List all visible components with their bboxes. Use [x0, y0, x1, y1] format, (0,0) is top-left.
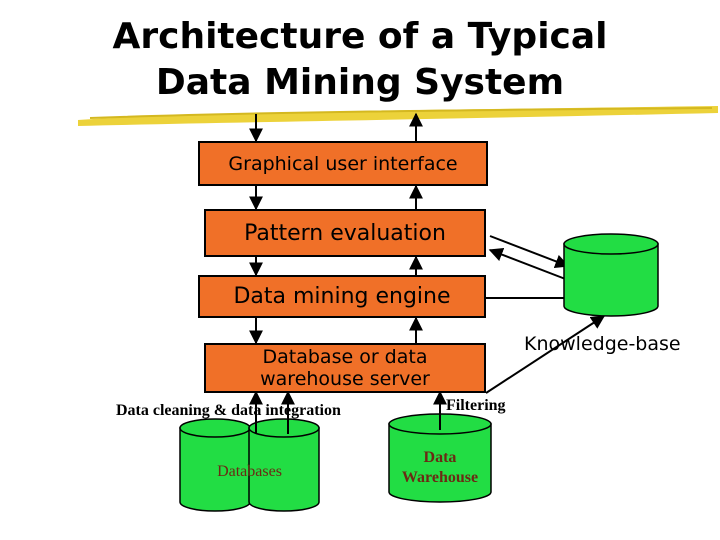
databases-label: Databases	[180, 462, 319, 482]
filtering-label: Filtering	[446, 397, 506, 414]
databases-cylinder-right	[248, 418, 320, 512]
data-mining-engine-label: Data mining engine	[233, 284, 451, 309]
slide-title: Architecture of a Typical Data Mining Sy…	[0, 14, 720, 106]
data-warehouse-label-line-2: Warehouse	[401, 469, 479, 486]
knowledge-base-label: Knowledge-base	[524, 333, 681, 355]
gui-box: Graphical user interface	[198, 141, 488, 186]
data-mining-engine-box: Data mining engine	[198, 275, 486, 318]
gui-box-label: Graphical user interface	[228, 152, 458, 175]
pattern-evaluation-box: Pattern evaluation	[204, 209, 486, 257]
arrow-kb-to-pattern	[488, 247, 569, 281]
knowledge-base-cylinder	[563, 233, 659, 317]
data-warehouse-label-line-1: Data	[423, 449, 457, 466]
title-underline-stroke	[89, 107, 713, 119]
title-underline	[78, 106, 718, 126]
slide-title-line-2: Data Mining System	[155, 62, 565, 103]
database-server-label-line-1: Database or data	[262, 346, 428, 368]
pattern-evaluation-label: Pattern evaluation	[244, 220, 446, 246]
arrow-pattern-to-kb	[489, 235, 570, 269]
database-server-box: Database or data warehouse server	[204, 343, 486, 393]
data-warehouse-label: Data Warehouse	[389, 448, 491, 488]
slide-title-line-1: Architecture of a Typical	[112, 16, 608, 57]
databases-label-text: Databases	[217, 463, 282, 480]
data-cleaning-label: Data cleaning & data integration	[116, 402, 341, 419]
database-server-label-line-2: warehouse server	[260, 368, 430, 390]
arrow-server-to-kb	[485, 315, 606, 394]
